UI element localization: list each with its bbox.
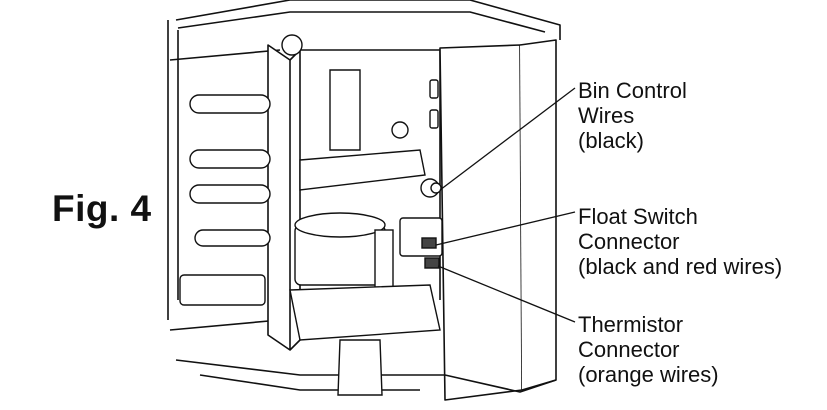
bin-control-grommet (430, 182, 442, 194)
pump-top (294, 212, 386, 238)
left-rail (169, 49, 281, 331)
leader-bin-control (439, 87, 576, 191)
tube-1 (189, 94, 271, 114)
thermistor-connector (424, 257, 440, 269)
callout-float-switch-connector: Float Switch Connector (black and red wi… (578, 204, 782, 279)
figure-label: Fig. 4 (52, 188, 152, 229)
callout-line: Bin Control (578, 78, 687, 103)
callout-line: (orange wires) (578, 362, 719, 387)
right-panel-face (519, 39, 557, 391)
base-plate (175, 359, 557, 393)
tube-4 (194, 229, 271, 247)
tube-3 (189, 184, 271, 204)
callout-thermistor-connector: Thermistor Connector (orange wires) (578, 312, 719, 387)
top-rail (177, 11, 546, 33)
callout-line: Thermistor (578, 312, 684, 337)
callout-bin-control-wires: Bin Control Wires (black) (578, 78, 687, 153)
wall-clip-1 (429, 79, 439, 99)
tube-2 (189, 149, 271, 169)
wall-clip-2 (429, 109, 439, 129)
base-front (199, 374, 420, 391)
float-switch-connector (421, 237, 437, 249)
pipe-end (281, 34, 303, 56)
water-tray (289, 284, 441, 341)
center-panel (267, 44, 291, 351)
pump-shaft (374, 229, 394, 291)
left-frame (167, 20, 179, 320)
tube-5 (179, 274, 266, 306)
callout-line: Connector (578, 229, 680, 254)
drain (337, 339, 383, 396)
pipe-vertical (329, 69, 361, 151)
callout-line: (black and red wires) (578, 254, 783, 279)
right-panel (439, 44, 523, 401)
callout-line: (black) (578, 128, 645, 153)
pipe-horizontal (299, 149, 426, 191)
leader-thermistor (437, 265, 576, 323)
connector-block (399, 217, 443, 257)
leader-float-switch (435, 211, 576, 246)
callout-line: Wires (578, 103, 635, 128)
top-frame (175, 0, 561, 40)
callout-line: Float Switch (578, 204, 698, 229)
fitting-1 (391, 121, 409, 139)
callout-line: Connector (578, 337, 680, 362)
